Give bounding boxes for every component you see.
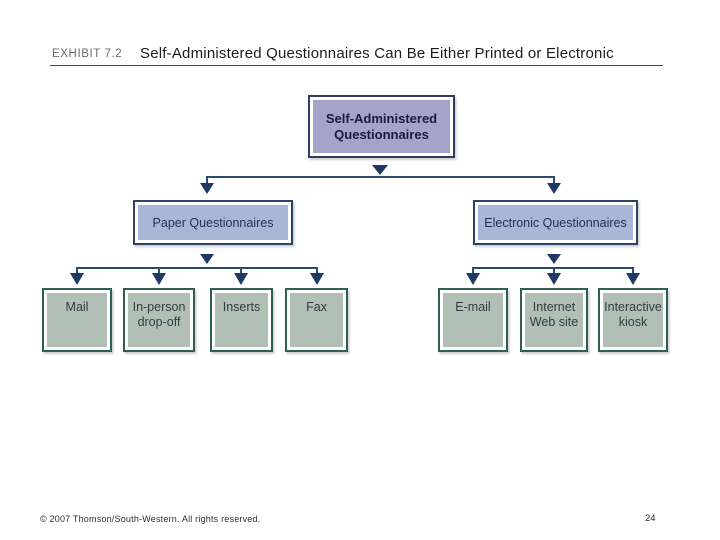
arrow-down-icon: [200, 183, 214, 194]
arrow-down-icon: [466, 273, 480, 285]
node-label: Electronic Questionnaires: [478, 205, 633, 240]
exhibit-label: EXHIBIT 7.2: [52, 48, 123, 60]
node-paper-questionnaires: Paper Questionnaires: [133, 200, 293, 245]
arrow-down-icon: [152, 273, 166, 285]
arrow-down-icon: [547, 273, 561, 285]
arrow-down-icon: [234, 273, 248, 285]
node-inserts: Inserts: [210, 288, 273, 352]
node-electronic-questionnaires: Electronic Questionnaires: [473, 200, 638, 245]
node-label: In-person drop-off: [128, 293, 190, 347]
arrow-down-icon: [372, 165, 388, 175]
node-label: E-mail: [443, 293, 503, 347]
node-label: Self-Administered Questionnaires: [313, 100, 450, 153]
arrow-down-icon: [626, 273, 640, 285]
copyright: © 2007 Thomson/South-Western. All rights…: [40, 514, 261, 524]
arrow-down-icon: [547, 183, 561, 194]
node-email: E-mail: [438, 288, 508, 352]
node-label: Paper Questionnaires: [138, 205, 288, 240]
page-number: 24: [645, 513, 656, 524]
node-interactive-kiosk: Interactive kiosk: [598, 288, 668, 352]
node-label: Internet Web site: [525, 293, 583, 347]
arrow-down-icon: [200, 254, 214, 264]
node-label: Fax: [290, 293, 343, 347]
node-fax: Fax: [285, 288, 348, 352]
page-title: Self-Administered Questionnaires Can Be …: [140, 45, 614, 62]
node-mail: Mail: [42, 288, 112, 352]
node-internet-web-site: Internet Web site: [520, 288, 588, 352]
arrow-down-icon: [547, 254, 561, 264]
arrow-down-icon: [70, 273, 84, 285]
node-label: Inserts: [215, 293, 268, 347]
title-underline: [50, 65, 663, 66]
arrow-down-icon: [310, 273, 324, 285]
node-self-administered-questionnaires: Self-Administered Questionnaires: [308, 95, 455, 158]
node-in-person-drop-off: In-person drop-off: [123, 288, 195, 352]
node-label: Mail: [47, 293, 107, 347]
node-label: Interactive kiosk: [603, 293, 663, 347]
